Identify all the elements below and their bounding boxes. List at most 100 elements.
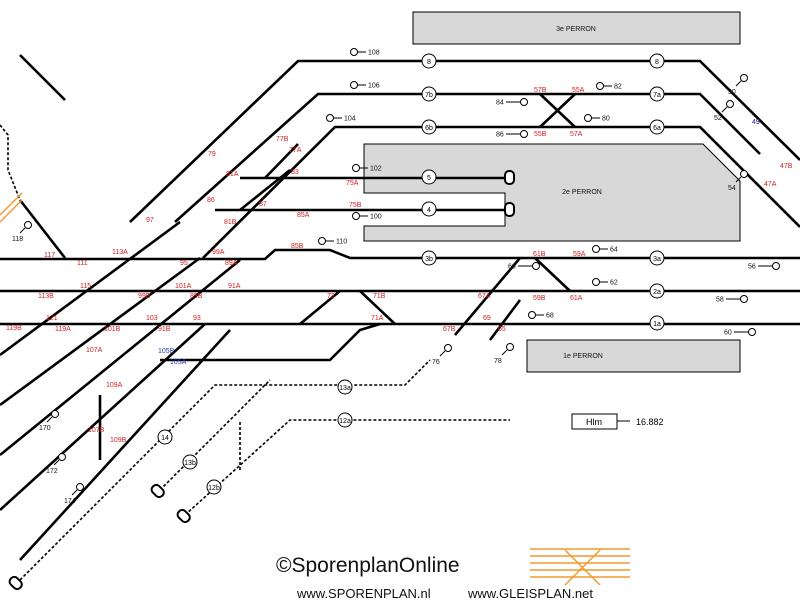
signal-62: 62 <box>592 278 618 287</box>
track-label: 7a <box>653 92 661 99</box>
signal-label: 84 <box>496 100 504 107</box>
diag-e <box>19 329 231 561</box>
signal-icon <box>592 278 600 286</box>
track-label: 13a <box>339 385 351 392</box>
switch-label: 117 <box>44 252 55 259</box>
track-6 <box>202 125 800 259</box>
switch-label: 49 <box>752 119 760 126</box>
switch-label: 109B <box>110 437 127 444</box>
signal-label: 78 <box>494 358 502 365</box>
signal-label: 50 <box>728 89 736 96</box>
buffer-stop-icon <box>8 575 23 591</box>
signal-post <box>735 80 742 87</box>
diag-i <box>299 289 341 326</box>
signal-icon <box>772 262 780 270</box>
signal-50: 50 <box>728 74 748 96</box>
signal-icon <box>76 483 84 491</box>
track-label: 12a <box>339 418 351 425</box>
signal-icon <box>740 74 748 82</box>
km-value: 16.882 <box>636 417 664 427</box>
signal-icon <box>748 328 756 336</box>
signal-174: 174 <box>64 483 84 505</box>
switch-label: 91B <box>158 326 171 333</box>
switch-label: 107B <box>88 427 105 434</box>
diag-q <box>18 199 67 259</box>
track-circle <box>182 454 198 470</box>
signal-label: 170 <box>39 425 51 432</box>
signal-80: 80 <box>584 114 610 123</box>
track-circle <box>337 412 353 428</box>
track-label: 5 <box>427 175 431 182</box>
diag-h <box>264 143 299 179</box>
signal-icon <box>352 212 360 220</box>
dashed-14 <box>159 379 271 491</box>
switch-label: 99B <box>138 293 151 300</box>
track-label: 14 <box>161 435 169 442</box>
signal-label: 174 <box>64 498 76 505</box>
track-circle <box>649 53 665 69</box>
switch-label: 113A <box>112 249 128 256</box>
diag-j <box>359 290 396 325</box>
track-8 <box>129 59 800 223</box>
signal-post <box>53 459 60 466</box>
signal-86: 86 <box>496 130 528 139</box>
signal-icon <box>58 453 66 461</box>
switch-label: 115 <box>80 283 91 290</box>
signal-label: 64 <box>610 247 618 254</box>
track-circle <box>206 479 222 495</box>
switch-label: 85B <box>291 243 304 250</box>
switch-label: 75B <box>349 202 362 209</box>
signal-label: 52 <box>714 115 722 122</box>
perron-2e-label: 2e PERRON <box>562 189 602 196</box>
dashed-13a <box>19 359 431 581</box>
signal-post <box>501 349 508 356</box>
switch-label: 107A <box>86 347 103 354</box>
switch-label: 67A <box>478 293 491 300</box>
track-circle <box>421 86 437 102</box>
signal-post <box>46 416 53 423</box>
switch-label: 93 <box>193 315 201 322</box>
signal-label: 58 <box>716 297 724 304</box>
signal-icon <box>318 237 326 245</box>
diag-m <box>534 257 571 292</box>
signal-58: 58 <box>716 295 748 304</box>
switch-label: 55B <box>534 131 547 138</box>
km-marker: Hlm 16.882 <box>571 413 664 430</box>
switch-label: 47A <box>764 181 777 188</box>
logo-cross <box>564 549 601 586</box>
switch-label: 79 <box>208 151 216 158</box>
tracks <box>0 54 800 561</box>
track-label: 13b <box>184 460 196 467</box>
switch-label: 57B <box>534 87 547 94</box>
url-right: www.GLEISPLAN.net <box>467 586 593 601</box>
signal-icon <box>51 410 59 418</box>
track-label: 1a <box>653 321 661 328</box>
signal-icon <box>326 114 334 122</box>
dashed-12a <box>184 419 510 516</box>
orange-marks <box>0 192 23 223</box>
track-label: 12b <box>208 485 220 492</box>
signal-icon <box>726 100 734 108</box>
switch-label: 61A <box>570 295 583 302</box>
perron-2e <box>363 143 741 242</box>
track-circle <box>649 315 665 331</box>
signal-110: 110 <box>318 237 347 246</box>
signal-label: 108 <box>368 50 380 57</box>
track-circle <box>421 250 437 266</box>
switch-label: 86 <box>207 197 215 204</box>
km-code: Hlm <box>586 417 602 427</box>
track-circle <box>649 86 665 102</box>
switch-label: 81B <box>224 219 237 226</box>
signal-label: 60 <box>724 330 732 337</box>
perron-1e-label: 1e PERRON <box>563 353 603 360</box>
track-lower-loop <box>160 322 381 362</box>
switch-label: 71B <box>373 293 386 300</box>
signal-66: 66 <box>508 262 540 271</box>
signal-label: 76 <box>432 359 440 366</box>
footer-logo: ©SporenplanOnline www.SPORENPLAN.nl www.… <box>276 548 630 601</box>
signal-82: 82 <box>596 82 622 91</box>
signal-68: 68 <box>528 311 554 320</box>
buffer-stop-icon <box>504 202 515 217</box>
switch-label: 97 <box>146 217 154 224</box>
